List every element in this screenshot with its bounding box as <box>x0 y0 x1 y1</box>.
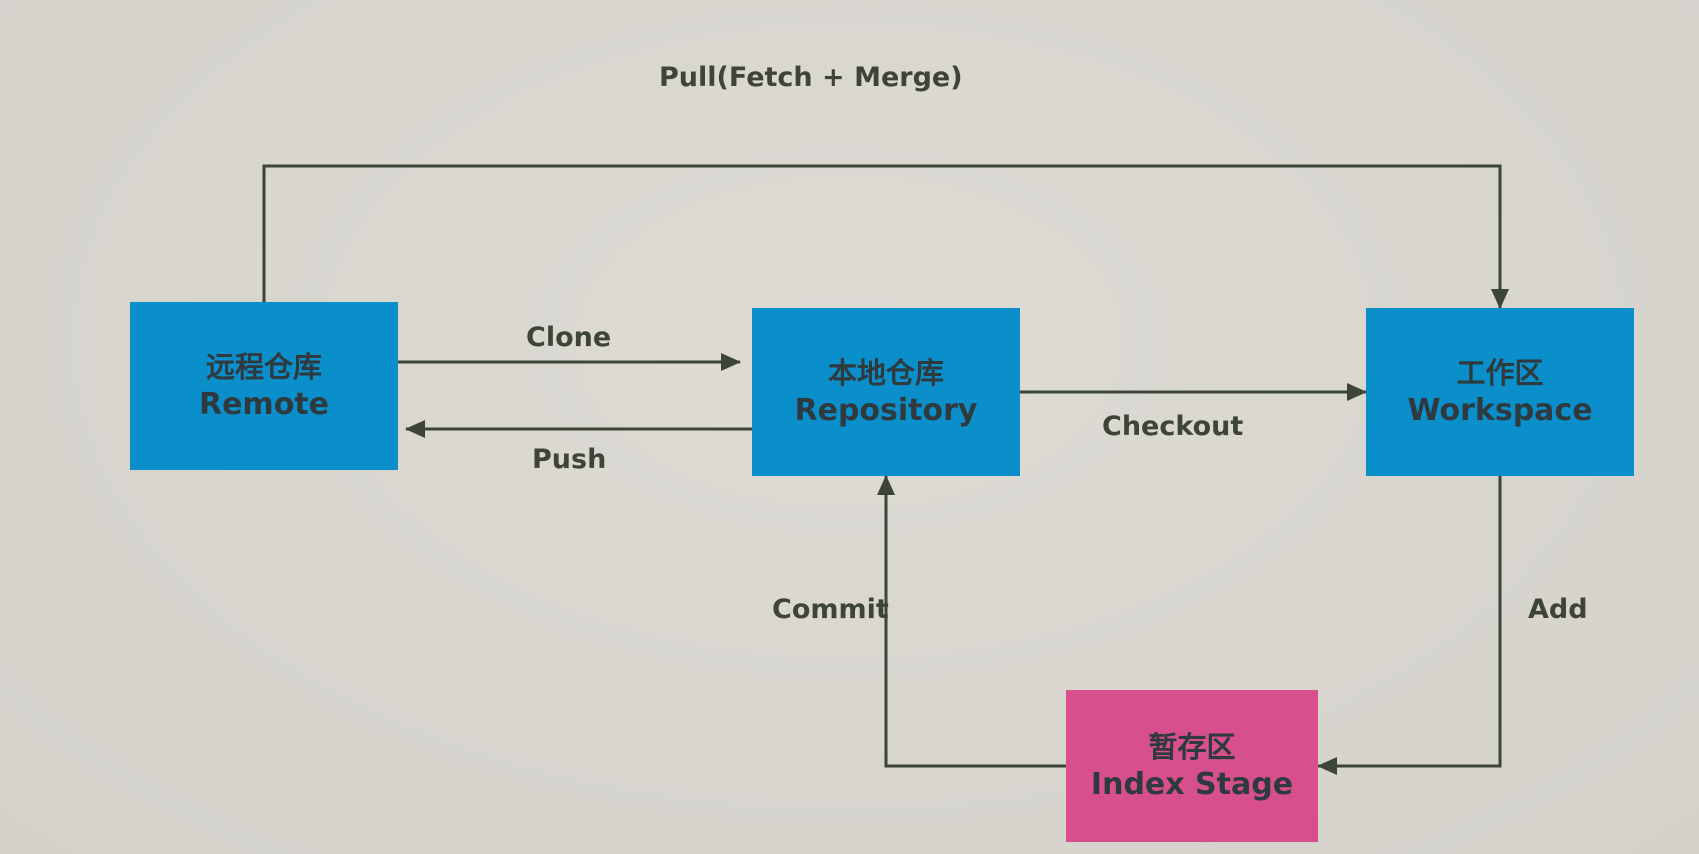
repository-node-zh: 本地仓库 <box>827 356 944 390</box>
checkout-label: Checkout <box>1102 411 1244 442</box>
repository-node-en: Repository <box>794 393 978 428</box>
commit-label: Commit <box>772 594 889 625</box>
add-arrow <box>1317 475 1502 775</box>
workspace-node-zh: 工作区 <box>1456 356 1544 390</box>
repository-node: 本地仓库 Repository <box>752 308 1020 476</box>
pull-arrow <box>262 164 1509 309</box>
index-stage-node-en: Index Stage <box>1090 767 1294 802</box>
index-stage-node-zh: 暂存区 <box>1148 730 1236 764</box>
remote-node-en: Remote <box>198 387 329 422</box>
workspace-node: 工作区 Workspace <box>1366 308 1634 476</box>
pull-label: Pull(Fetch + Merge) <box>659 62 963 93</box>
add-label: Add <box>1528 594 1588 625</box>
index-stage-node: 暂存区 Index Stage <box>1066 690 1318 842</box>
remote-node-zh: 远程仓库 <box>205 350 322 384</box>
workspace-node-en: Workspace <box>1407 393 1593 428</box>
push-label: Push <box>532 444 607 475</box>
clone-label: Clone <box>526 322 612 353</box>
remote-node: 远程仓库 Remote <box>130 302 398 470</box>
commit-arrow <box>877 475 1066 768</box>
